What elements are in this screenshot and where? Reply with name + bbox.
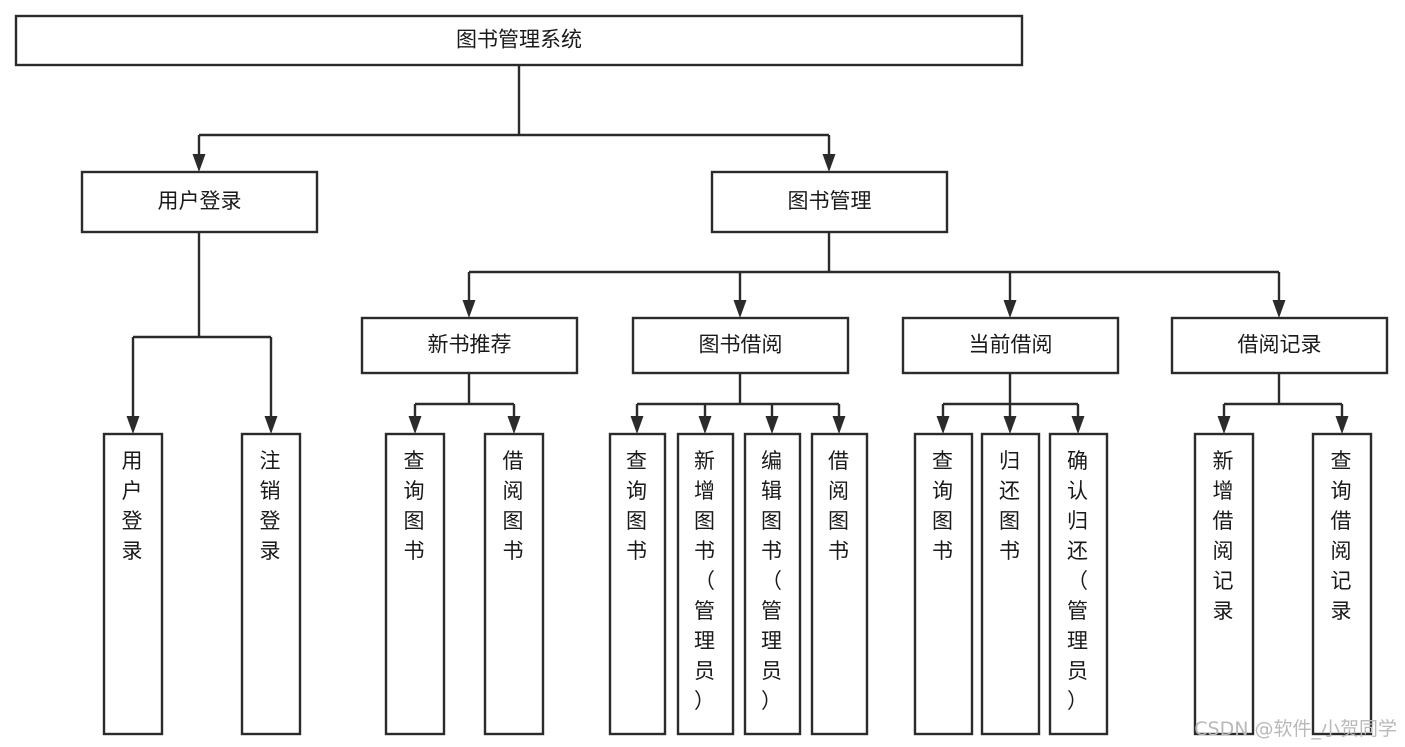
arrow-head-icon — [765, 416, 779, 434]
connector-root-to-level2 — [192, 65, 836, 172]
connector-bookmgmt-to-level3 — [462, 232, 1286, 318]
node-rect — [483, 432, 545, 736]
arrow-head-icon — [1217, 416, 1231, 434]
arrow-head-icon — [126, 416, 140, 434]
node-leaf-8[interactable]: 查询图书 — [913, 432, 974, 736]
node-leaf-0[interactable]: 用户登录 — [102, 432, 164, 736]
node-label: 新增借阅记录 — [1213, 449, 1236, 623]
node-label: 编辑图书（管理员） — [761, 449, 784, 713]
node-rect — [102, 432, 164, 736]
node-leaf-4[interactable]: 查询图书 — [608, 432, 667, 736]
node-level2-1[interactable]: 图书管理 — [710, 170, 949, 234]
node-label: 注销登录 — [260, 449, 283, 563]
node-level3-1[interactable]: 图书借阅 — [631, 316, 850, 375]
node-rect — [631, 316, 850, 375]
arrow-head-icon — [822, 154, 836, 172]
node-level2-0[interactable]: 用户登录 — [80, 170, 319, 234]
connector-level3-to-leaves-1 — [630, 373, 846, 434]
node-root-system[interactable]: 图书管理系统 — [14, 14, 1024, 67]
node-label: 用户登录 — [158, 189, 242, 213]
node-leaf-6[interactable]: 编辑图书（管理员） — [743, 432, 802, 736]
arrow-head-icon — [264, 416, 278, 434]
node-rect — [608, 432, 667, 736]
connector-level3-to-leaves-2 — [936, 373, 1085, 434]
arrow-head-icon — [462, 300, 476, 318]
node-label: 借阅图书 — [828, 449, 851, 563]
node-label: 图书管理 — [788, 189, 872, 213]
node-leaf-5[interactable]: 新增图书（管理员） — [676, 432, 735, 736]
arrow-head-icon — [1003, 300, 1017, 318]
arrow-head-icon — [192, 154, 206, 172]
connector-userlogin-to-leaves — [126, 232, 278, 434]
node-leaf-10[interactable]: 确认归还（管理员） — [1048, 432, 1109, 736]
arrow-head-icon — [1003, 416, 1017, 434]
arrow-head-icon — [507, 416, 521, 434]
node-leaf-1[interactable]: 注销登录 — [240, 432, 302, 736]
node-label: 查询图书 — [932, 449, 955, 563]
node-level3-3[interactable]: 借阅记录 — [1170, 316, 1389, 375]
node-label: 新增图书（管理员） — [694, 449, 717, 713]
node-rect — [1170, 316, 1389, 375]
node-label: 查询图书 — [626, 449, 649, 563]
node-label: 新书推荐 — [428, 333, 512, 357]
node-rect — [676, 432, 735, 736]
arrow-head-icon — [1071, 416, 1085, 434]
node-rect — [743, 432, 802, 736]
node-rect — [1193, 432, 1255, 736]
node-rect — [913, 432, 974, 736]
node-level3-2[interactable]: 当前借阅 — [901, 316, 1120, 375]
node-rect — [810, 432, 869, 736]
node-label: 查询借阅记录 — [1331, 449, 1354, 623]
arrow-head-icon — [1335, 416, 1349, 434]
node-rect — [1311, 432, 1373, 736]
node-rect — [14, 14, 1024, 67]
node-rect — [901, 316, 1120, 375]
connector-level3-to-leaves-3 — [1217, 373, 1349, 434]
node-label: 用户登录 — [122, 449, 145, 563]
node-rect — [384, 432, 446, 736]
node-label: 图书管理系统 — [456, 28, 582, 52]
node-rect — [710, 170, 949, 234]
connector-level3-to-leaves-0 — [408, 373, 521, 434]
node-label: 归还图书 — [999, 449, 1022, 563]
node-label: 查询图书 — [404, 449, 427, 563]
node-label: 借阅图书 — [503, 449, 526, 563]
arrow-head-icon — [936, 416, 950, 434]
arrow-head-icon — [630, 416, 644, 434]
node-leaf-11[interactable]: 新增借阅记录 — [1193, 432, 1255, 736]
arrow-head-icon — [832, 416, 846, 434]
node-label: 确认归还（管理员） — [1067, 449, 1090, 713]
node-rect — [240, 432, 302, 736]
node-leaf-9[interactable]: 归还图书 — [980, 432, 1041, 736]
node-rect — [360, 316, 579, 375]
arrow-head-icon — [408, 416, 422, 434]
arrow-head-icon — [1272, 300, 1286, 318]
arrow-head-icon — [698, 416, 712, 434]
node-leaf-3[interactable]: 借阅图书 — [483, 432, 545, 736]
node-label: 借阅记录 — [1238, 333, 1322, 357]
node-level3-0[interactable]: 新书推荐 — [360, 316, 579, 375]
node-leaf-2[interactable]: 查询图书 — [384, 432, 446, 736]
node-label: 当前借阅 — [969, 333, 1053, 357]
node-rect — [1048, 432, 1109, 736]
node-leaf-12[interactable]: 查询借阅记录 — [1311, 432, 1373, 736]
node-label: 图书借阅 — [699, 333, 783, 357]
arrow-head-icon — [733, 300, 747, 318]
node-rect — [80, 170, 319, 234]
node-leaf-7[interactable]: 借阅图书 — [810, 432, 869, 736]
node-rect — [980, 432, 1041, 736]
